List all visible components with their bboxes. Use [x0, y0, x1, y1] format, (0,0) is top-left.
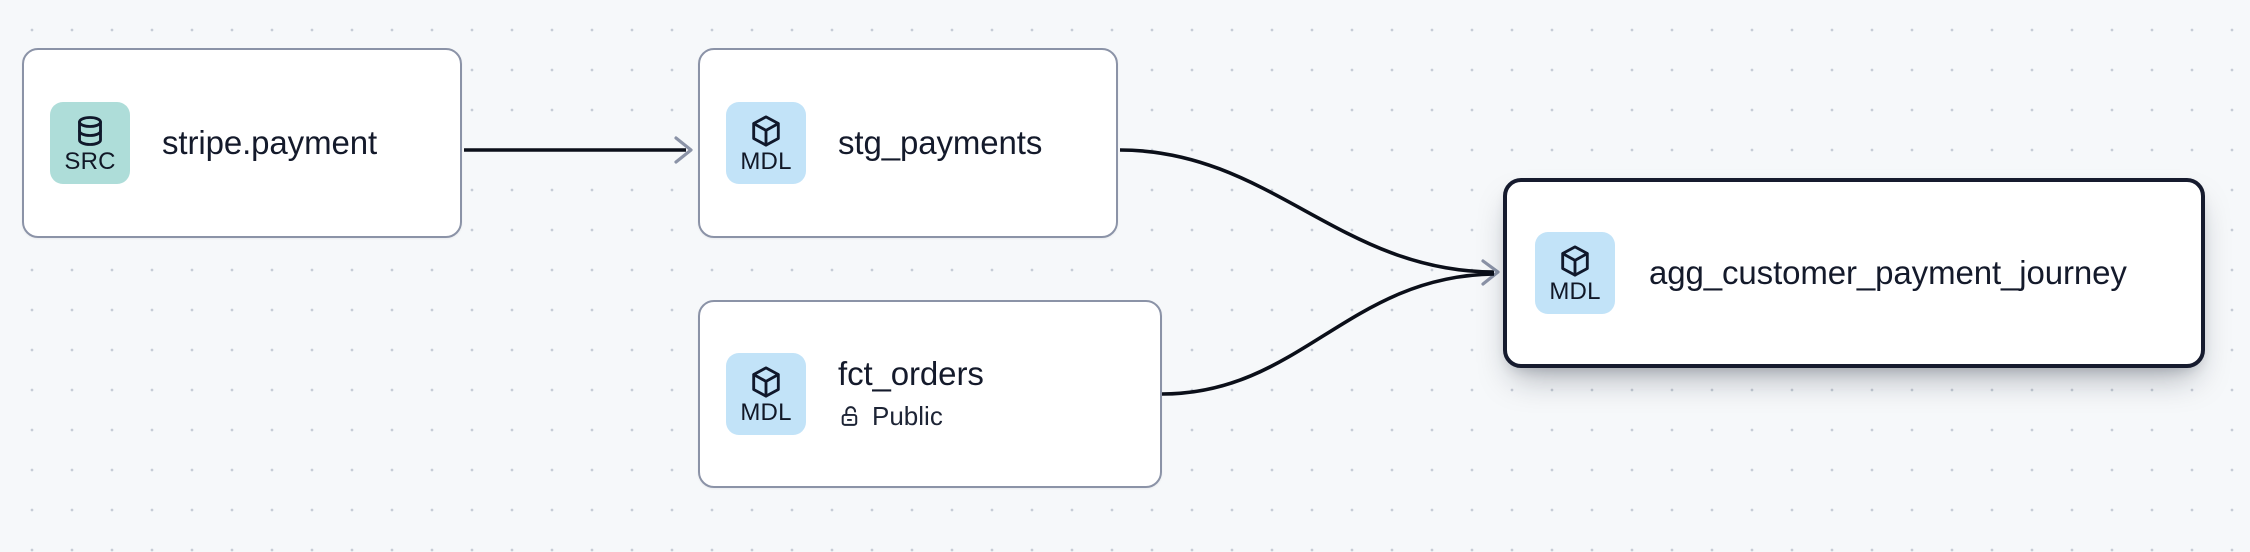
arrowhead-icon: [1481, 259, 1500, 286]
node-stripe-payment[interactable]: SRC stripe.payment: [22, 48, 462, 238]
node-title: agg_customer_payment_journey: [1649, 253, 2127, 291]
node-badge-mdl: MDL: [1535, 232, 1615, 314]
node-body: stripe.payment: [162, 123, 378, 162]
node-body: fct_orders Public: [838, 355, 984, 432]
node-badge-label: MDL: [1549, 277, 1601, 305]
node-fct-orders[interactable]: MDL fct_orders Public: [698, 300, 1162, 488]
node-title: stg_payments: [838, 123, 1043, 161]
edge-stg-payments-to-agg-customer-payment-journey: [1119, 148, 1500, 286]
arrowhead-icon: [674, 136, 693, 164]
node-agg-customer-payment-journey[interactable]: MDL agg_customer_payment_journey: [1503, 178, 2205, 368]
cube-icon: [1561, 244, 1589, 277]
unlock-icon: [838, 404, 863, 429]
node-body: agg_customer_payment_journey: [1649, 253, 2127, 292]
cube-icon: [752, 365, 780, 398]
edge-fct-orders-to-agg-customer-payment-journey: [1161, 272, 1495, 396]
node-stg-payments[interactable]: MDL stg_payments: [698, 48, 1118, 238]
node-badge-label: SRC: [64, 147, 116, 175]
node-title: stripe.payment: [162, 123, 378, 161]
node-body: stg_payments: [838, 123, 1043, 162]
node-visibility: Public: [838, 401, 984, 432]
node-visibility-label: Public: [872, 400, 943, 431]
node-badge-label: MDL: [740, 147, 792, 175]
node-badge-mdl: MDL: [726, 353, 806, 435]
node-badge-mdl: MDL: [726, 102, 806, 184]
node-badge-label: MDL: [740, 398, 792, 426]
node-title: fct_orders: [838, 355, 984, 393]
node-badge-src: SRC: [50, 102, 130, 184]
database-icon: [78, 115, 102, 146]
edge-stripe-payment-to-stg-payments: [464, 136, 693, 164]
cube-icon: [752, 114, 780, 147]
